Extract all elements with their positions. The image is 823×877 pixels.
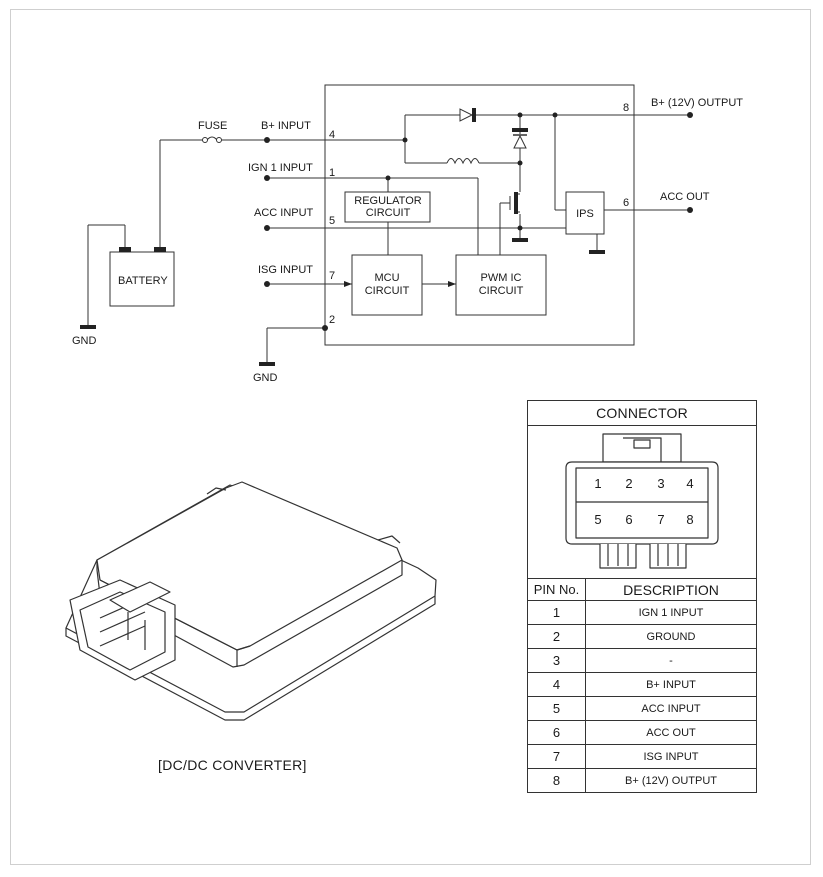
pin-7-label: 7: [329, 270, 335, 282]
mcu-label-line1: MCU: [374, 272, 399, 284]
pin-6-label: 6: [623, 197, 629, 209]
isg-input-label: ISG INPUT: [258, 264, 313, 276]
table-row: 4 B+ INPUT: [527, 672, 757, 697]
mosfet-symbol: [514, 192, 520, 214]
connector-pin-5: 5: [594, 512, 601, 527]
connector-pin-1: 1: [594, 476, 601, 491]
pin-8-label: 8: [623, 102, 629, 114]
pin-description-cell: B+ INPUT: [585, 672, 757, 697]
connector-face-cell: 1 2 3 4 5 6 7 8: [527, 425, 757, 579]
pin-description-cell: IGN 1 INPUT: [585, 600, 757, 625]
pwm-label-line2: CIRCUIT: [479, 285, 524, 297]
pin-1-label: 1: [329, 167, 335, 179]
pin-5-label: 5: [329, 215, 335, 227]
gnd-label-battery: GND: [72, 335, 97, 347]
capacitor-symbol: [512, 128, 528, 132]
ips-block: [565, 191, 605, 235]
connector-face-drawing: 1 2 3 4 5 6 7 8: [565, 433, 719, 569]
ign1-input-label: IGN 1 INPUT: [248, 162, 313, 174]
regulator-label-line2: CIRCUIT: [366, 207, 411, 219]
connector-title: CONNECTOR: [527, 400, 757, 426]
pin-number-cell: 4: [527, 672, 586, 697]
b-plus-input-label: B+ INPUT: [261, 120, 311, 132]
battery-label: BATTERY: [118, 275, 168, 287]
diagram-frame: [10, 9, 811, 865]
pin-description-cell: B+ (12V) OUTPUT: [585, 768, 757, 793]
fuse-label: FUSE: [198, 120, 227, 132]
pin-description-cell: GROUND: [585, 624, 757, 649]
acc-input-label: ACC INPUT: [254, 207, 314, 219]
ground-symbol: [589, 250, 605, 254]
pin-description-cell: -: [585, 648, 757, 673]
ground-symbol: [512, 238, 528, 242]
zener-diode-symbol: [513, 134, 527, 149]
column-header-description: DESCRIPTION: [585, 578, 757, 601]
inductor-symbol: [446, 158, 480, 165]
pin-number-cell: 7: [527, 744, 586, 769]
pin-4-label: 4: [329, 129, 335, 141]
ips-label: IPS: [576, 208, 594, 220]
battery-terminal: [154, 247, 166, 252]
table-row: 2 GROUND: [527, 624, 757, 649]
pin-description-cell: ISG INPUT: [585, 744, 757, 769]
pin-number-cell: 3: [527, 648, 586, 673]
connector-table: CONNECTOR: [527, 400, 757, 793]
diode-symbol: [459, 108, 476, 122]
pin-number-cell: 6: [527, 720, 586, 745]
pwm-ic-block: [455, 254, 547, 316]
pin-2-label: 2: [329, 314, 335, 326]
mcu-label-line2: CIRCUIT: [365, 285, 410, 297]
connector-pin-6: 6: [625, 512, 632, 527]
table-row: 6 ACC OUT: [527, 720, 757, 745]
table-row: 7 ISG INPUT: [527, 744, 757, 769]
ground-symbol: [80, 325, 96, 329]
pin-description-cell: ACC INPUT: [585, 696, 757, 721]
connector-pin-8: 8: [686, 512, 693, 527]
acc-out-label: ACC OUT: [660, 191, 710, 203]
mcu-block: [351, 254, 423, 316]
pwm-label-line1: PWM IC: [481, 272, 522, 284]
regulator-label-line1: REGULATOR: [354, 195, 421, 207]
gnd-label-module: GND: [253, 372, 278, 384]
table-row: 3 -: [527, 648, 757, 673]
battery-box: [109, 251, 175, 307]
converter-caption: [DC/DC CONVERTER]: [158, 757, 307, 773]
table-row: 1 IGN 1 INPUT: [527, 600, 757, 625]
ground-symbol: [259, 362, 275, 366]
circuit-schematic: FUSE BATTERY GND GND B+ INPUT IGN 1 INPU…: [72, 84, 743, 384]
table-row: 8 B+ (12V) OUTPUT: [527, 768, 757, 793]
connector-pin-3: 3: [657, 476, 664, 491]
pin-number-cell: 8: [527, 768, 586, 793]
converter-module-box: [324, 84, 635, 346]
b-plus-output-label: B+ (12V) OUTPUT: [651, 97, 743, 109]
pin-number-cell: 1: [527, 600, 586, 625]
connector-pin-4: 4: [686, 476, 693, 491]
connector-pin-7: 7: [657, 512, 664, 527]
fuse-symbol: [206, 136, 218, 141]
pin-number-cell: 2: [527, 624, 586, 649]
pin-description-cell: ACC OUT: [585, 720, 757, 745]
connector-pin-2: 2: [625, 476, 632, 491]
column-header-pin: PIN No.: [527, 578, 586, 601]
battery-terminal: [119, 247, 131, 252]
table-row: 5 ACC INPUT: [527, 696, 757, 721]
pin-number-cell: 5: [527, 696, 586, 721]
